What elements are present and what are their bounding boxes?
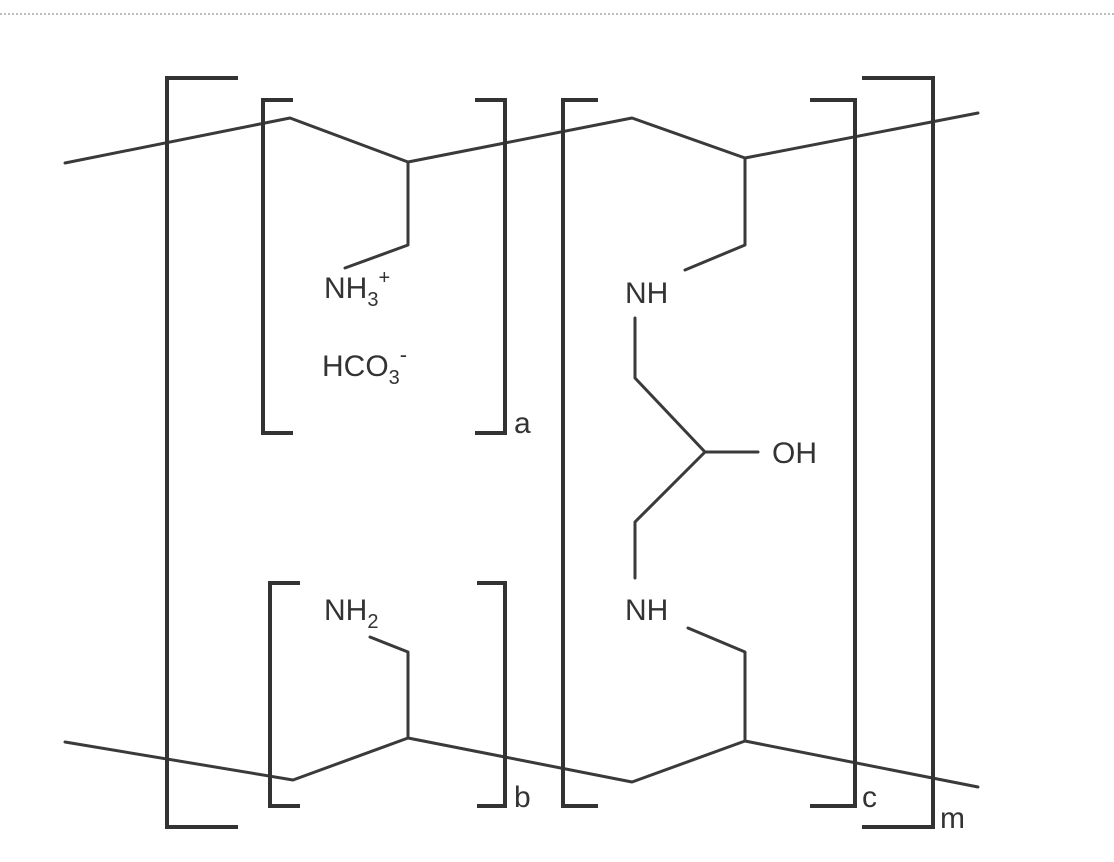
side-chain-a — [343, 160, 410, 270]
bracket-b-right — [477, 581, 507, 808]
bracket-a-left — [261, 98, 293, 435]
bracket-c-left — [561, 98, 598, 808]
nh-bottom-label: NH — [625, 594, 668, 627]
bracket-c-right — [810, 98, 857, 808]
crosslink-upper-arm — [683, 156, 747, 272]
crosslink-core — [633, 316, 707, 580]
bracket-b-left — [268, 581, 300, 808]
side-chain-b — [368, 635, 410, 740]
subscript-m: m — [940, 802, 965, 835]
bracket-a-right — [475, 98, 507, 435]
crosslink-lower-arm — [686, 626, 747, 743]
dotted-rule — [0, 13, 1114, 15]
top-backbone — [63, 111, 980, 165]
amine-label: NH2 — [324, 594, 378, 633]
subscript-a: a — [514, 407, 531, 440]
hydroxyl-label: OH — [772, 437, 817, 470]
nh-top-label: NH — [625, 277, 668, 310]
bicarbonate-label: HCO3- — [322, 342, 407, 389]
bottom-backbone — [63, 736, 980, 789]
subscript-b: b — [514, 781, 531, 814]
outer-bracket-left — [165, 76, 238, 829]
ammonium-label: NH3+ — [324, 267, 390, 311]
outer-bracket-right — [862, 76, 935, 829]
subscript-c: c — [862, 781, 877, 814]
